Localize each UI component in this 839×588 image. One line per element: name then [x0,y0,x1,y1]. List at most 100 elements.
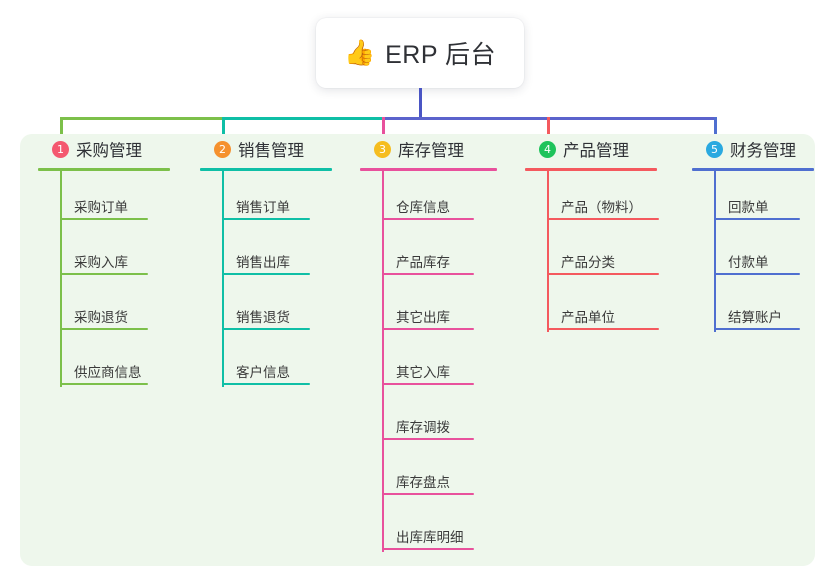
leaf-node[interactable]: 采购退货 [38,281,198,336]
branch-spine-3 [382,171,384,552]
leaf-node[interactable]: 产品库存 [360,226,525,281]
leaf-node[interactable]: 产品分类 [525,226,685,281]
branch-spine-5 [714,171,716,332]
leaf-node[interactable]: 销售退货 [200,281,360,336]
leaf-node[interactable]: 销售出库 [200,226,360,281]
branch-badge-4: 4 [539,140,556,158]
leaf-label: 结算账户 [728,310,782,325]
branch-underline-3 [360,168,497,171]
branch-title-5: 财务管理 [730,142,796,160]
leaf-label: 产品单位 [561,310,615,325]
leaf-underline [60,218,148,220]
branch-badge-2: 2 [214,140,231,158]
branch-spine-1 [60,171,62,387]
branch-spine-4 [547,171,549,332]
leaf-underline [714,328,800,330]
leaf-label: 出库库明细 [396,530,464,545]
branch-column-4: 4 产品管理产品（物料）产品分类产品单位 [525,134,685,336]
root-node-content: 👍 ERP 后台 [344,35,496,71]
branch-items-4: 产品（物料）产品分类产品单位 [525,171,685,336]
trunk-segment-2 [222,117,385,120]
branch-underline-2 [200,168,332,171]
leaf-label: 其它入库 [396,365,450,380]
branch-items-3: 仓库信息产品库存其它出库其它入库库存调拨库存盘点出库库明细 [360,171,525,556]
branch-header-4[interactable]: 4 产品管理 [525,134,685,164]
leaf-underline [222,218,310,220]
leaf-label: 付款单 [728,255,769,270]
leaf-node[interactable]: 库存调拨 [360,391,525,446]
branch-drop-3 [382,117,385,145]
leaf-label: 采购退货 [74,310,128,325]
leaf-underline [222,273,310,275]
leaf-node[interactable]: 其它出库 [360,281,525,336]
leaf-underline [222,328,310,330]
branch-items-5: 回款单付款单结算账户 [692,171,839,336]
leaf-node[interactable]: 采购入库 [38,226,198,281]
leaf-label: 销售订单 [236,200,290,215]
branch-column-2: 2 销售管理销售订单销售出库销售退货客户信息 [200,134,360,391]
branch-underline-4 [525,168,657,171]
leaf-underline [382,218,474,220]
branch-items-1: 采购订单采购入库采购退货供应商信息 [38,171,198,391]
leaf-underline [547,218,659,220]
leaf-node[interactable]: 回款单 [692,171,839,226]
leaf-node[interactable]: 销售订单 [200,171,360,226]
leaf-underline [547,273,659,275]
leaf-label: 供应商信息 [74,365,142,380]
branch-title-2: 销售管理 [238,142,304,160]
leaf-underline [382,273,474,275]
branches-panel: 1 采购管理采购订单采购入库采购退货供应商信息 2 销售管理销售订单销售出库销售退货客… [20,134,815,566]
leaf-node[interactable]: 供应商信息 [38,336,198,391]
leaf-label: 回款单 [728,200,769,215]
branch-header-2[interactable]: 2 销售管理 [200,134,360,164]
branch-underline-5 [692,168,814,171]
branch-title-4: 产品管理 [563,142,629,160]
leaf-node[interactable]: 出库库明细 [360,501,525,556]
leaf-label: 销售出库 [236,255,290,270]
leaf-node[interactable]: 采购订单 [38,171,198,226]
leaf-label: 库存盘点 [396,475,450,490]
leaf-underline [60,273,148,275]
branch-items-2: 销售订单销售出库销售退货客户信息 [200,171,360,391]
branch-drop-2 [222,117,225,145]
trunk-segment-3 [382,117,550,120]
leaf-underline [382,383,474,385]
leaf-node[interactable]: 其它入库 [360,336,525,391]
leaf-label: 仓库信息 [396,200,450,215]
branch-title-1: 采购管理 [76,142,142,160]
leaf-node[interactable]: 付款单 [692,226,839,281]
leaf-label: 其它出库 [396,310,450,325]
branch-drop-5 [714,117,717,145]
leaf-label: 采购入库 [74,255,128,270]
leaf-underline [547,328,659,330]
leaf-underline [60,383,148,385]
leaf-node[interactable]: 客户信息 [200,336,360,391]
branch-badge-1: 1 [52,140,69,158]
leaf-underline [382,548,474,550]
branch-header-5[interactable]: 5 财务管理 [692,134,839,164]
leaf-underline [60,328,148,330]
root-stem-connector [419,88,422,120]
trunk-segment-4 [547,117,717,120]
leaf-label: 销售退货 [236,310,290,325]
root-node-title: ERP 后台 [385,41,497,69]
branch-underline-1 [38,168,170,171]
root-node-card[interactable]: 👍 ERP 后台 [316,18,524,88]
leaf-label: 产品库存 [396,255,450,270]
leaf-node[interactable]: 结算账户 [692,281,839,336]
leaf-node[interactable]: 仓库信息 [360,171,525,226]
branch-header-1[interactable]: 1 采购管理 [38,134,198,164]
branch-badge-5: 5 [706,140,723,158]
leaf-node[interactable]: 库存盘点 [360,446,525,501]
branch-drop-1 [60,117,63,145]
branch-drop-4 [547,117,550,145]
leaf-label: 客户信息 [236,365,290,380]
leaf-node[interactable]: 产品单位 [525,281,685,336]
leaf-label: 采购订单 [74,200,128,215]
leaf-label: 库存调拨 [396,420,450,435]
leaf-node[interactable]: 产品（物料） [525,171,685,226]
branch-badge-3: 3 [374,140,391,158]
leaf-underline [382,493,474,495]
